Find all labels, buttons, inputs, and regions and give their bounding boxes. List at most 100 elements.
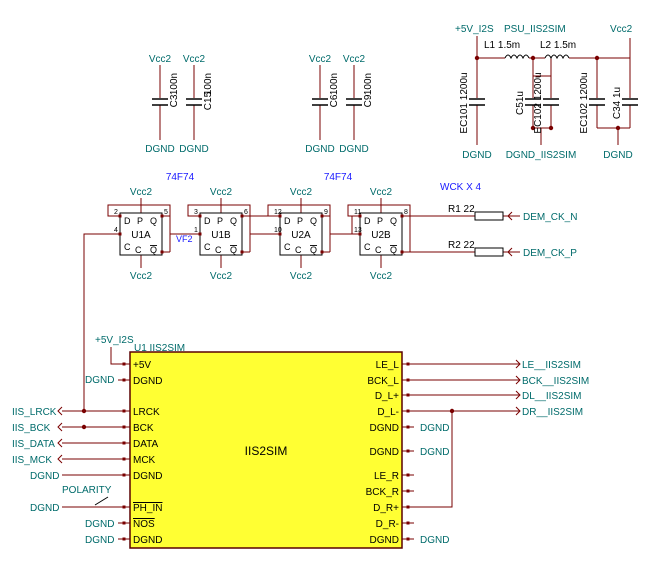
ff-pin-num: 11 [354,209,361,216]
ff-pin-q: Q [150,216,157,226]
cap-name: C9 [363,94,374,107]
chip-right-pin-label: LE_R [374,471,399,482]
junction-dot [449,408,455,414]
cap-rail-label: Vcc2 [309,54,332,65]
psu-rail-in: +5V_I2S [455,24,494,35]
cap-rail-label: Vcc2 [149,54,172,65]
left-gnd-label-2: DGND [30,471,59,482]
pin-marker [198,214,202,218]
pin-marker [358,214,362,218]
net-arrow [515,390,521,400]
junction-dot [615,125,621,131]
psu-gnd-mid: DGND_IIS2SIM [506,150,577,161]
chip-right-pin-label: D_R+ [373,503,399,514]
left-net-label: IIS_LRCK [12,407,57,418]
pin-marker [122,537,126,541]
pin-marker [240,214,244,218]
right-net-label: DL__IIS2SIM [522,391,581,402]
cap-value: 100n [203,73,214,95]
net-arrow [515,375,521,385]
cap-name: C6 [329,94,340,107]
right-net-label: DR__IIS2SIM [522,407,583,418]
dem-ck-n-label: DEM_CK_N [523,212,577,223]
pin-marker [406,362,410,366]
junction-dot [530,125,536,131]
net-arrow [57,454,63,464]
pin-marker [160,250,164,254]
chip-right-pin-label: DGND [370,423,399,434]
pin-marker [122,378,126,382]
left-net-label: IIS_BCK [12,423,51,434]
ff-pin-c: C [215,245,222,255]
ff-vcc-top: Vcc2 [370,187,393,198]
ff-part-right: 74F74 [324,172,353,183]
left-gnd-label-3: DGND [30,503,59,514]
chip-left-pin-label: NOS [133,519,155,530]
ff-feedback [347,204,411,252]
chip-ref: U1 IIS2SIM [134,343,185,354]
cap-gnd-label: DGND [305,144,334,155]
net-arrow [507,211,513,221]
pin-marker [122,473,126,477]
psu-cap-label: EC102 1200u [533,72,544,133]
pin-marker [122,362,126,366]
net-arrow [515,359,521,369]
chip-left-pin-label: DGND [133,471,162,482]
ff-pin-qn: Q [310,245,317,255]
pin-marker [406,378,410,382]
ff-pin-clk: C [124,242,131,252]
psu-cap-label: C51u [515,91,526,115]
ff-clock-down [83,233,112,411]
psu-cap-label: EC101 1200u [459,72,470,133]
ff-pin-q: Q [390,216,397,226]
ff-vcc-bottom: Vcc2 [130,271,153,282]
ff-pin-p: P [297,216,303,226]
ff-vcc-top: Vcc2 [130,187,153,198]
chip-left-pin-label: DATA [133,439,159,450]
ff-pin-qn: Q [230,245,237,255]
junction-dot [594,55,600,61]
chip-left-pin-label: DGND [133,535,162,546]
resistor-r1-label: R1 22 [448,204,475,215]
ff-pin-num: 3 [194,209,198,216]
chip-rail-wire [110,347,124,365]
pin-marker [278,232,282,236]
psu-cap-label: C34 1u [612,87,623,119]
texts: Vcc2C3100nDGNDVcc2C15100nDGNDVcc2C6100nD… [12,24,633,546]
psu-rail-out: Vcc2 [610,24,633,35]
pin-marker [122,521,126,525]
net-arrow [57,438,63,448]
junction-dot [81,408,87,414]
pin-marker [400,250,404,254]
right-gnd-label-2: DGND [420,447,449,458]
cap-value: 100n [329,73,340,95]
cap-gnd-label: DGND [339,144,368,155]
chip-right-pin-label: DGND [370,535,399,546]
pin-marker [400,214,404,218]
net-arrow [57,406,63,416]
pin-marker [122,441,126,445]
polarity-label: POLARITY [62,485,112,496]
pin-marker [406,537,410,541]
chip-right-pin-label: D_L+ [375,391,399,402]
psu-cap-label: EC102 1200u [579,72,590,133]
chip-left-pin-label: LRCK [133,407,160,418]
ff-pin-qn: Q [390,245,397,255]
cap-gnd-label: DGND [179,144,208,155]
inductor-l1-label: L1 1.5m [484,40,520,51]
ff-pin-q: Q [230,216,237,226]
pin-marker [358,232,362,236]
right-net-label: BCK__IIS2SIM [522,376,589,387]
ff-pin-clk: C [364,242,371,252]
resistor-r2-label: R2 22 [448,240,475,251]
pin-marker [406,473,410,477]
psu-title: PSU_IIS2SIM [504,24,566,35]
cap-rail-label: Vcc2 [183,54,206,65]
ff-pin-p: P [137,216,143,226]
cap-gnd-label: DGND [145,144,174,155]
pin-marker [406,489,410,493]
pin-marker [406,521,410,525]
pin-marker [406,449,410,453]
ff-pin-d: D [364,216,371,226]
